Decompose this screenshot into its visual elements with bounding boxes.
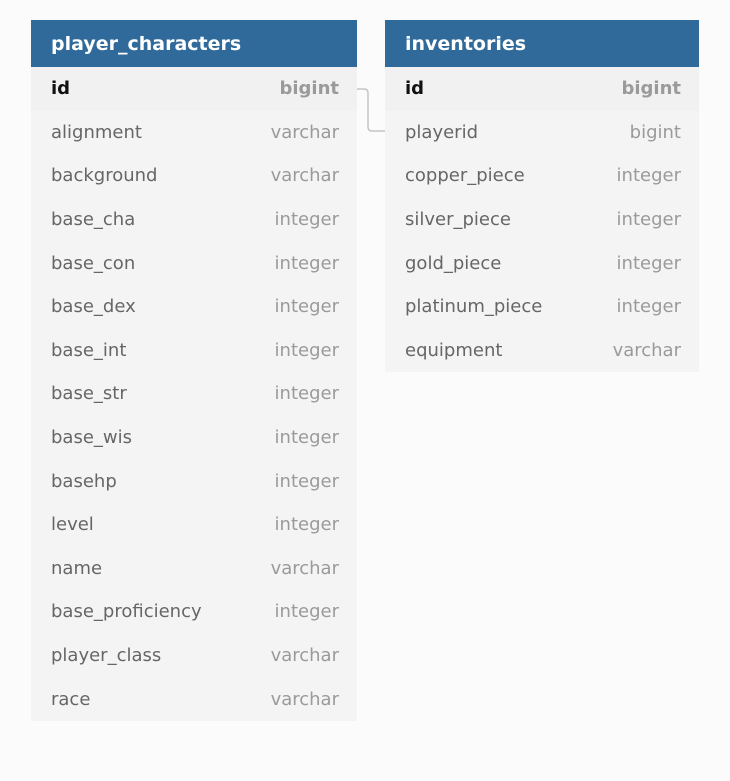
field-row-base-cha[interactable]: base_cha integer [31,198,357,242]
field-row-base-proficiency[interactable]: base_proficiency integer [31,590,357,634]
field-type: integer [274,427,339,449]
relationship-line[interactable] [357,88,385,132]
field-name: player_class [51,645,162,667]
field-type: integer [274,383,339,405]
field-name: playerid [405,121,479,143]
field-row-id[interactable]: id bigint [31,67,357,111]
field-name: base_dex [51,296,136,318]
field-name: background [51,165,158,187]
field-row-playerid[interactable]: playerid bigint [385,111,699,155]
field-type: bigint [629,121,681,143]
field-row-base-dex[interactable]: base_dex integer [31,285,357,329]
field-name: base_con [51,252,136,274]
field-type: varchar [270,688,339,710]
field-type: integer [616,296,681,318]
field-row-base-int[interactable]: base_int integer [31,329,357,373]
field-name: base_proficiency [51,601,202,623]
field-row-copper-piece[interactable]: copper_piece integer [385,154,699,198]
inventories-header[interactable]: inventories [385,20,699,67]
field-name: copper_piece [405,165,525,187]
field-name: level [51,514,94,536]
field-row-race[interactable]: race varchar [31,677,357,721]
field-row-player-class[interactable]: player_class varchar [31,634,357,678]
field-name: base_wis [51,427,133,449]
field-type: integer [274,339,339,361]
field-type: integer [274,470,339,492]
field-row-alignment[interactable]: alignment varchar [31,111,357,155]
field-row-base-str[interactable]: base_str integer [31,372,357,416]
field-type: varchar [270,121,339,143]
field-name: basehp [51,470,117,492]
field-name: gold_piece [405,252,502,274]
field-type: bigint [279,78,339,100]
field-row-base-con[interactable]: base_con integer [31,241,357,285]
field-type: varchar [612,339,681,361]
field-name: base_cha [51,209,136,231]
field-row-name[interactable]: name varchar [31,547,357,591]
field-name: equipment [405,339,503,361]
player-characters-table[interactable]: player_characters id bigint alignment va… [31,20,357,721]
field-type: integer [274,296,339,318]
field-name: alignment [51,121,142,143]
field-name: base_int [51,339,127,361]
field-name: id [51,78,71,100]
field-type: integer [274,209,339,231]
field-type: integer [616,209,681,231]
player-characters-header[interactable]: player_characters [31,20,357,67]
field-type: integer [274,514,339,536]
field-type: bigint [621,78,681,100]
field-row-level[interactable]: level integer [31,503,357,547]
field-row-platinum-piece[interactable]: platinum_piece integer [385,285,699,329]
field-type: integer [616,165,681,187]
field-name: race [51,688,91,710]
table-title: inventories [405,32,527,55]
field-name: base_str [51,383,127,405]
field-type: integer [616,252,681,274]
field-type: varchar [270,645,339,667]
table-title: player_characters [51,32,242,55]
field-row-equipment[interactable]: equipment varchar [385,329,699,373]
field-row-silver-piece[interactable]: silver_piece integer [385,198,699,242]
field-row-gold-piece[interactable]: gold_piece integer [385,241,699,285]
field-row-basehp[interactable]: basehp integer [31,459,357,503]
field-type: integer [274,252,339,274]
field-type: integer [274,601,339,623]
field-name: silver_piece [405,209,511,231]
inventories-table[interactable]: inventories id bigint playerid bigint co… [385,20,699,373]
field-row-background[interactable]: background varchar [31,154,357,198]
field-type: varchar [270,165,339,187]
field-row-id[interactable]: id bigint [385,67,699,111]
field-name: name [51,557,103,579]
field-type: varchar [270,557,339,579]
field-name: platinum_piece [405,296,543,318]
field-name: id [405,78,425,100]
field-row-base-wis[interactable]: base_wis integer [31,416,357,460]
